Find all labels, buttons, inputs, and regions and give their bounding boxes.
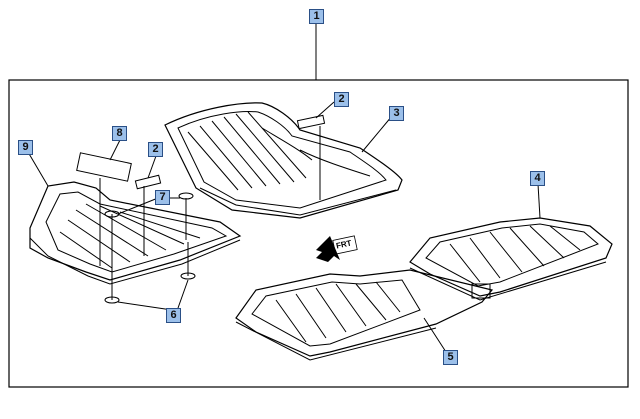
front-passenger-mat	[164, 102, 403, 219]
leader-6b	[177, 279, 189, 309]
rear-right-mat	[409, 217, 613, 301]
callout-7: 7	[155, 190, 170, 205]
fastener-bracket-left	[134, 174, 162, 190]
leader-4	[537, 183, 541, 219]
leader-7a	[117, 197, 159, 215]
callout-2b: 2	[148, 142, 163, 157]
callout-8: 8	[112, 126, 127, 141]
callout-3: 3	[389, 106, 404, 121]
nameplate-8	[76, 152, 132, 182]
leader-9	[27, 151, 49, 187]
front-direction-arrow	[316, 235, 358, 262]
callout-5: 5	[443, 350, 458, 365]
leader-2b	[147, 155, 157, 179]
leader-3	[361, 115, 393, 153]
callout-6: 6	[166, 308, 181, 323]
leader-5	[423, 317, 447, 353]
leader-6a	[117, 301, 173, 311]
front-driver-mat	[29, 152, 242, 304]
leader-2a	[315, 101, 335, 119]
connector-clip	[471, 283, 491, 299]
leader-8	[109, 139, 121, 161]
callout-2a: 2	[334, 92, 349, 107]
rear-left-mat	[235, 269, 494, 361]
callout-9: 9	[18, 140, 33, 155]
fastener-bracket-top	[296, 114, 326, 130]
assembly-frame	[8, 79, 629, 388]
callout-1: 1	[309, 9, 324, 24]
callout-4: 4	[530, 171, 545, 186]
